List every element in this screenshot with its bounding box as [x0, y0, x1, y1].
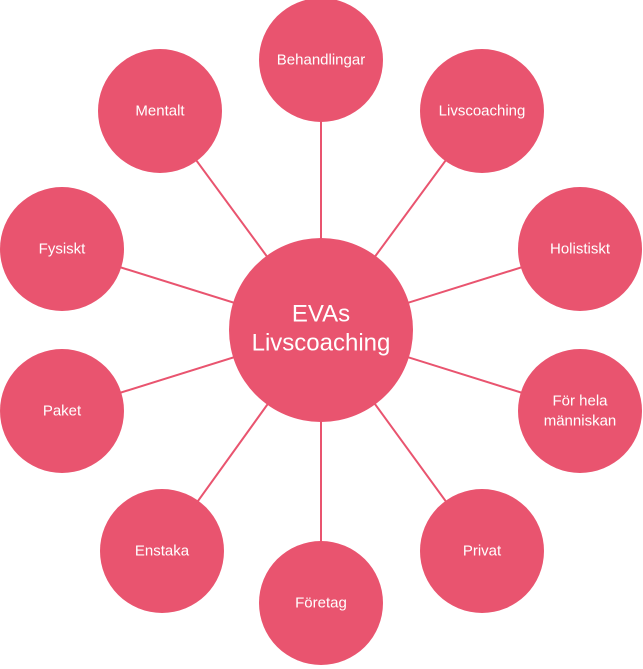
node-circle [0, 187, 124, 311]
node-label: Paket [43, 403, 82, 420]
node-for-hela-manniskan: För hela människan [518, 349, 642, 473]
center-node: EVAs Livscoaching [229, 238, 413, 422]
node-label: Mentalt [135, 103, 185, 120]
node-behandlingar: Behandlingar [259, 0, 383, 122]
node-livscoaching: Livscoaching [420, 49, 544, 173]
node-label: Livscoaching [439, 103, 526, 120]
center-circle [229, 238, 413, 422]
node-fysiskt: Fysiskt [0, 187, 124, 311]
node-mentalt: Mentalt [98, 49, 222, 173]
node-label: Holistiskt [550, 241, 611, 258]
node-circle [98, 49, 222, 173]
node-enstaka: Enstaka [100, 489, 224, 613]
node-circle [259, 0, 383, 122]
node-label-line1: För hela [552, 393, 608, 410]
node-holistiskt: Holistiskt [518, 187, 642, 311]
node-foretag: Företag [259, 541, 383, 665]
node-circle [0, 349, 124, 473]
node-label-line2: människan [544, 413, 617, 430]
center-title-line1: EVAs [292, 301, 350, 328]
node-label: Behandlingar [277, 52, 365, 69]
node-circle [518, 349, 642, 473]
node-circle [518, 187, 642, 311]
node-circle [100, 489, 224, 613]
node-circle [420, 49, 544, 173]
node-circle [420, 489, 544, 613]
node-label: Fysiskt [39, 241, 86, 258]
center-title-line2: Livscoaching [252, 330, 391, 357]
node-paket: Paket [0, 349, 124, 473]
node-label: Privat [463, 543, 502, 560]
node-privat: Privat [420, 489, 544, 613]
node-label: Företag [295, 595, 347, 612]
node-label: Enstaka [135, 543, 190, 560]
node-circle [259, 541, 383, 665]
